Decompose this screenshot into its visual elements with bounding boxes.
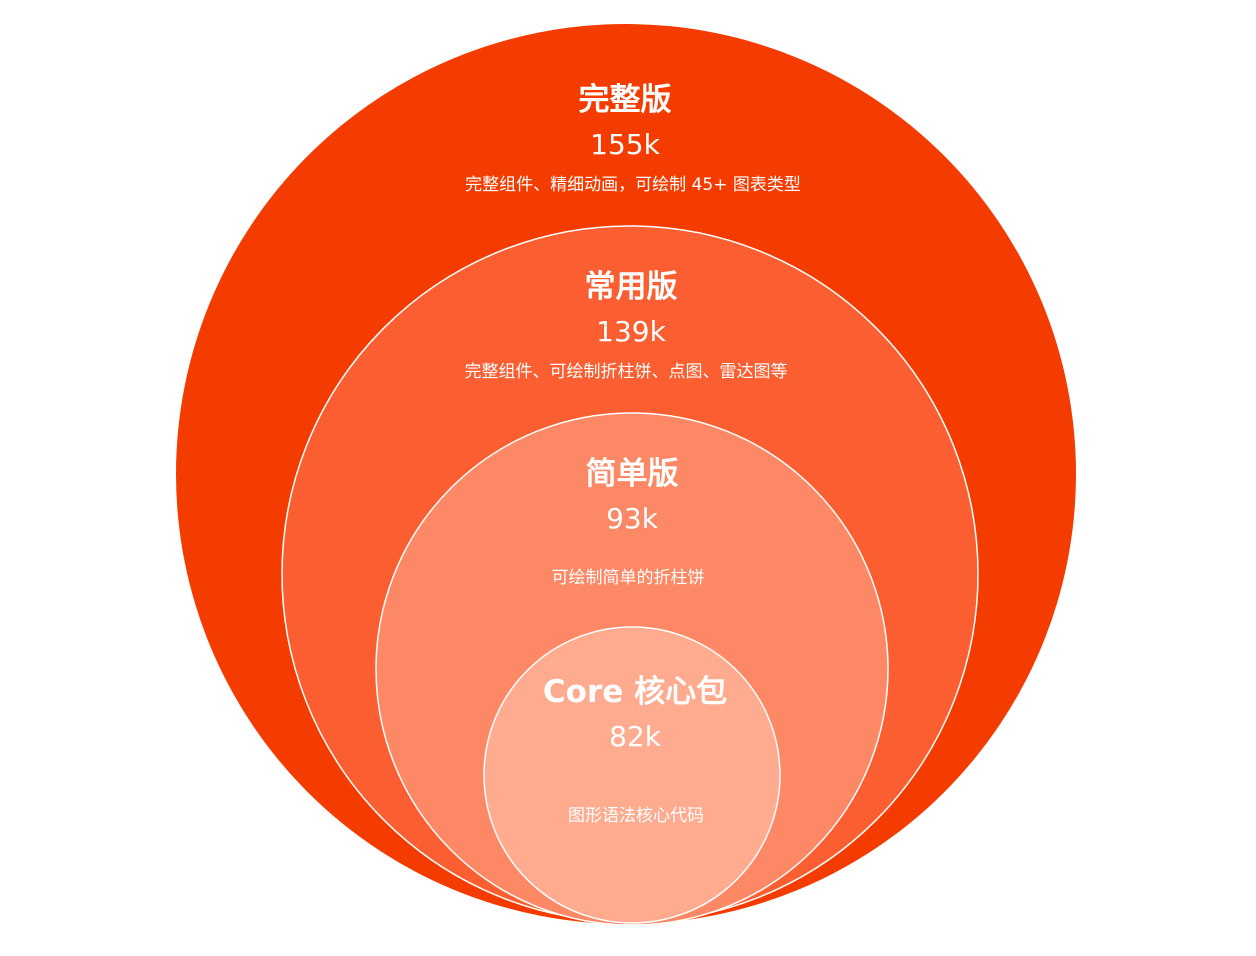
tier-simple-size: 93k <box>606 502 658 535</box>
tier-common-size: 139k <box>596 315 666 348</box>
tier-core-description: 图形语法核心代码 <box>568 806 704 826</box>
circle-core <box>483 626 781 924</box>
tier-simple-title: 简单版 <box>585 456 679 492</box>
tier-core-title: Core 核心包 <box>542 674 728 710</box>
tier-simple-description: 可绘制简单的折柱饼 <box>551 568 705 588</box>
tier-common-description: 完整组件、可绘制折柱饼、点图、雷达图等 <box>464 362 788 382</box>
tier-core-size: 82k <box>609 720 661 753</box>
tier-common-title: 常用版 <box>584 269 678 305</box>
tier-full-title: 完整版 <box>578 82 672 118</box>
tier-full-size: 155k <box>590 128 660 161</box>
tier-full-description: 完整组件、精细动画，可绘制 45+ 图表类型 <box>465 175 801 195</box>
